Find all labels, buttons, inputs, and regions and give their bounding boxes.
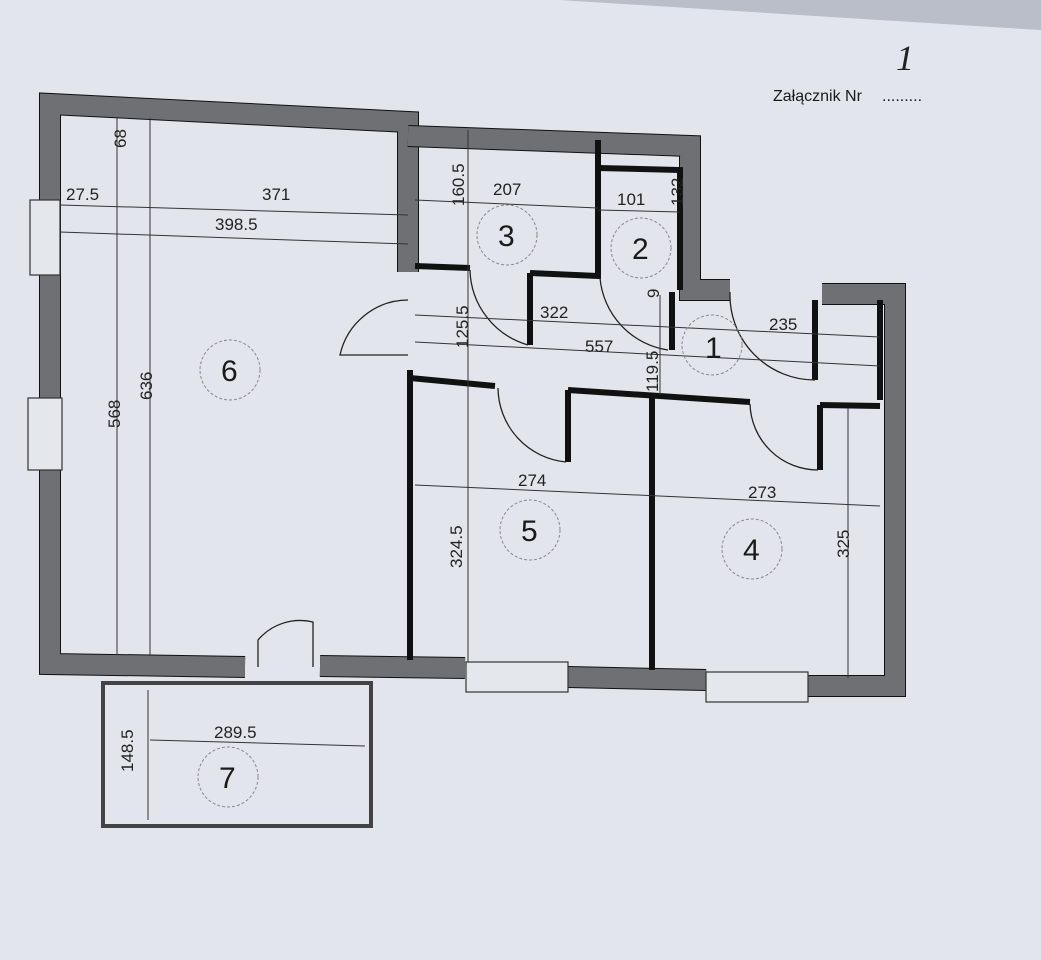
paper-shadow — [560, 0, 1041, 30]
dim-273: 273 — [748, 483, 776, 502]
room-4: 4 — [743, 534, 760, 567]
dim-289-5: 289.5 — [214, 723, 257, 742]
window-bottom-5 — [465, 661, 569, 693]
dim-324-5: 324.5 — [447, 525, 466, 568]
window-left-2 — [27, 397, 63, 471]
walls — [39, 92, 906, 697]
window-left-1 — [29, 199, 61, 276]
dim-325: 325 — [834, 530, 853, 558]
annex-dots: ......... — [882, 88, 922, 105]
dim-398-5: 398.5 — [215, 215, 258, 234]
room-5: 5 — [521, 515, 538, 548]
dim-636: 636 — [137, 372, 156, 400]
dim-132: 132 — [668, 178, 687, 206]
room-6: 6 — [221, 355, 238, 388]
dimension-labels: 68 27.5 371 398.5 160.5 207 101 132 9 32… — [66, 129, 853, 772]
dim-568: 568 — [105, 400, 124, 428]
dim-125-5: 125.5 — [453, 305, 472, 348]
dim-27-5: 27.5 — [66, 185, 99, 204]
dimension-lines — [59, 118, 881, 820]
dim-101: 101 — [617, 190, 645, 209]
doors — [257, 269, 819, 667]
room-labels: 6 3 2 1 5 4 7 — [197, 204, 783, 808]
dim-148-5: 148.5 — [118, 729, 137, 772]
room-7: 7 — [219, 762, 236, 795]
dim-160-5: 160.5 — [449, 163, 468, 206]
balcony-outline — [101, 681, 373, 828]
dim-557: 557 — [585, 337, 613, 356]
dim-119-5: 119.5 — [643, 351, 662, 392]
dim-9: 9 — [644, 289, 663, 298]
dim-371: 371 — [262, 185, 290, 204]
dim-322: 322 — [540, 303, 568, 322]
annex-number-handwritten: 1 — [896, 38, 914, 78]
room-3: 3 — [498, 220, 515, 253]
room-2: 2 — [632, 233, 649, 266]
dim-235: 235 — [769, 315, 797, 334]
dim-207: 207 — [493, 180, 521, 199]
dim-68: 68 — [111, 129, 130, 148]
room-1: 1 — [705, 332, 722, 365]
dim-274: 274 — [518, 471, 546, 490]
annex-label: Załącznik Nr — [773, 88, 863, 105]
window-bottom-4 — [705, 671, 809, 703]
